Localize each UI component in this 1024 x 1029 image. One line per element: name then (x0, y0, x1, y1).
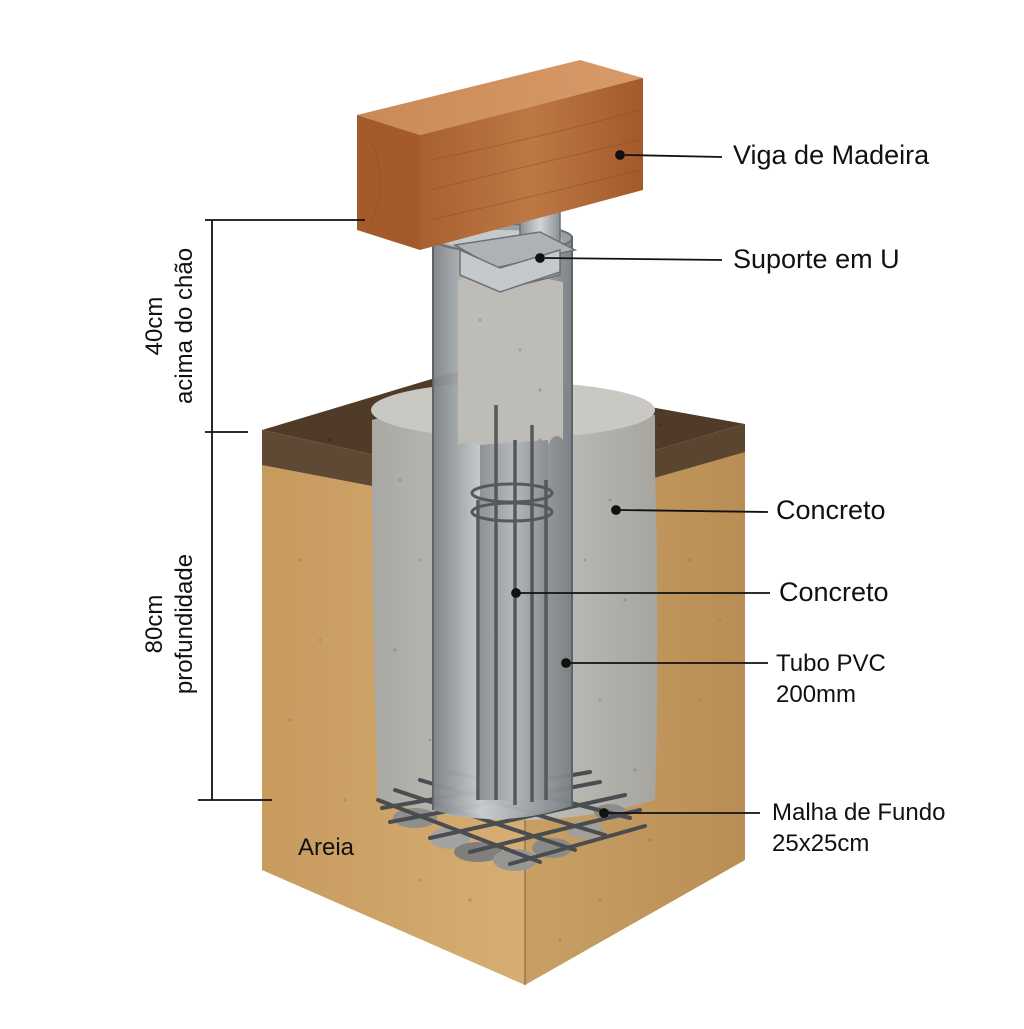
label-pvc-line2: 200mm (776, 681, 857, 708)
label-mesh-line1: Malha de Fundo (772, 799, 946, 826)
label-mesh-line2: 25x25cm (772, 830, 870, 857)
label-beam: Viga de Madeira (733, 140, 930, 170)
beam-front-face (357, 115, 420, 250)
label-pvc: Tubo PVC 200mm (776, 648, 886, 710)
label-sand: Areia (298, 834, 355, 861)
leader-dot-concrete-inner (511, 588, 521, 598)
beam-side-face (420, 78, 643, 250)
pvc-pipe (431, 223, 573, 820)
label-mesh: Malha de Fundo 25x25cm (772, 797, 945, 859)
leader-dot-beam (615, 150, 625, 160)
dim-below-text: profundidade (171, 553, 198, 695)
label-bracket: Suporte em U (733, 244, 900, 274)
label-concrete-outer: Concreto (776, 495, 886, 525)
leader-dot-bracket (535, 253, 545, 263)
dim-label-above: 40cm acima do chão (140, 248, 200, 404)
dim-below-value: 80cm (141, 594, 168, 654)
beam-top-face (357, 60, 643, 135)
dim-above-text: acima do chão (171, 247, 198, 405)
dim-label-below: 80cm profundidade (140, 554, 200, 694)
leader-dot-pvc (561, 658, 571, 668)
label-pvc-line1: Tubo PVC (776, 650, 886, 677)
leader-dot-concrete-outer (611, 505, 621, 515)
label-concrete-inner: Concreto (779, 577, 889, 607)
dim-above-value: 40cm (141, 296, 168, 356)
wood-beam (357, 60, 643, 250)
leader-dot-mesh (599, 808, 609, 818)
dimension-lines (198, 219, 365, 801)
leader-lines (511, 150, 770, 818)
